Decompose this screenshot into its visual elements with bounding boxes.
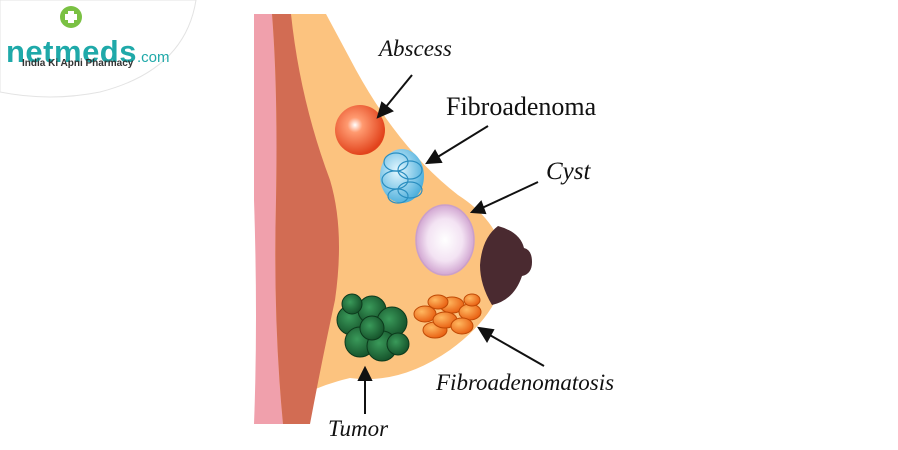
brand-name: netmeds.com: [6, 34, 170, 69]
cyst-label: Cyst: [546, 158, 591, 185]
muscle-layer: [272, 14, 339, 424]
pink-layer: [254, 14, 283, 424]
cyst-lesion: [415, 204, 475, 276]
fibroadenoma-lesion: [380, 149, 424, 204]
brand-domain: .com: [136, 49, 170, 66]
fibroadenomatosis-lesion: [413, 293, 482, 339]
tumor-arrow: [357, 365, 373, 414]
brand-tagline: India Ki Apni Pharmacy: [22, 58, 134, 69]
fibroadenomatosis-label: Fibroadenomatosis: [436, 370, 615, 395]
abscess-arrow: [376, 74, 413, 119]
cyst-arrow: [469, 181, 539, 215]
abscess-lesion: [335, 105, 385, 155]
logo[interactable]: netmeds.com India Ki Apni Pharmacy: [0, 0, 220, 110]
logo-background: [0, 0, 197, 98]
tumor-label: Tumor: [328, 416, 389, 441]
fibroadenomatosis-arrow: [477, 326, 545, 367]
plus-icon: [60, 6, 82, 28]
fibroadenoma-arrow: [425, 125, 489, 165]
fibroadenoma-label: Fibroadenoma: [446, 92, 597, 121]
nipple: [480, 226, 532, 305]
tumor-lesion: [336, 293, 410, 362]
abscess-label: Abscess: [379, 36, 452, 61]
